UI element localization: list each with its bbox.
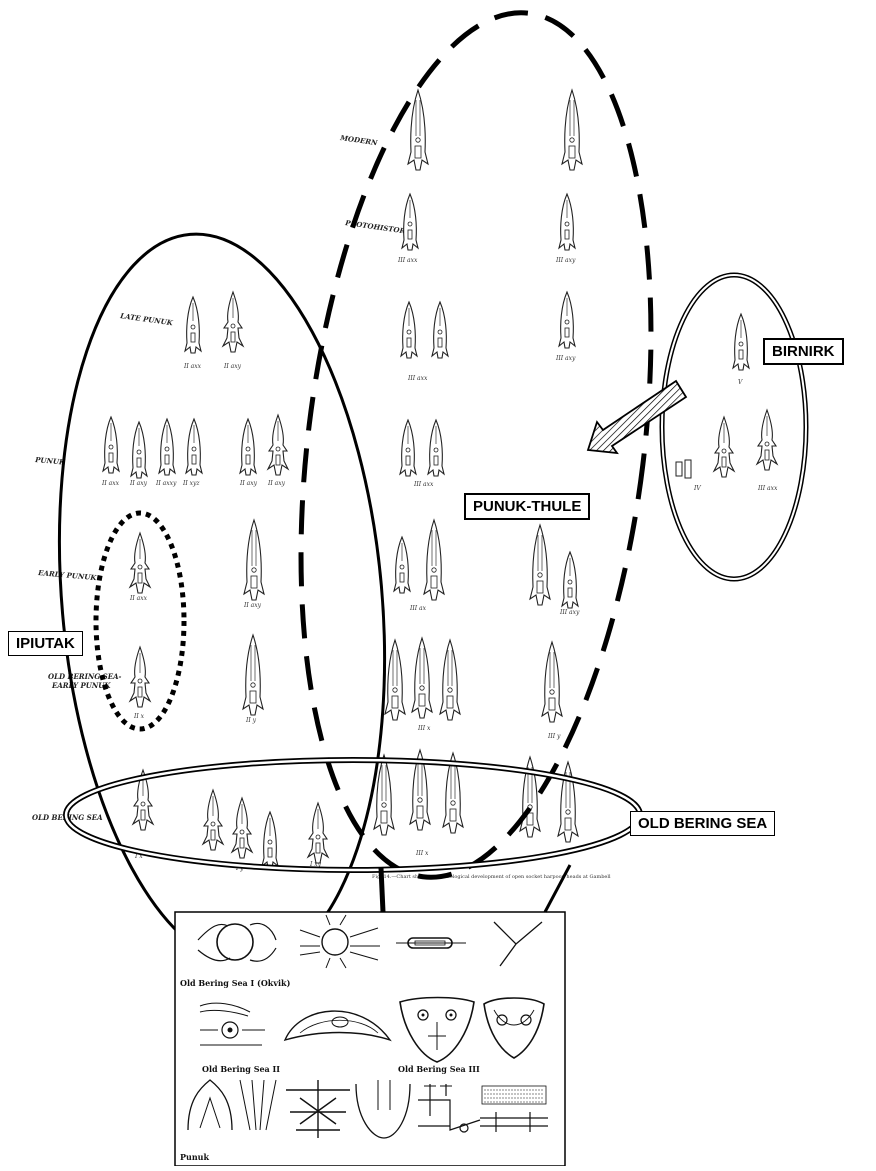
type-label: III y (547, 733, 561, 740)
type-label: II axy (239, 480, 258, 487)
harpoon-head (203, 790, 223, 850)
motif-caption-obs3: Old Bering Sea III (398, 1064, 480, 1074)
connector-line (545, 865, 570, 912)
harpoon-head (385, 640, 405, 720)
type-label: II axy (243, 602, 262, 609)
harpoon-head (103, 417, 119, 473)
type-label: II axx (183, 363, 202, 370)
type-label: III axy (555, 355, 576, 362)
period-label-early-punuk: EARLY PUNUK (37, 568, 98, 582)
harpoon-head (428, 420, 444, 476)
harpoon-head (558, 762, 578, 842)
period-label-late-punuk: LATE PUNUK (119, 311, 175, 328)
motif-caption-obs2: Old Bering Sea II (202, 1064, 280, 1074)
influence-arrow (588, 381, 686, 453)
harpoon-head (714, 417, 734, 477)
type-label: II y (245, 717, 257, 724)
harpoon-head (130, 533, 150, 593)
harpoon-head (412, 638, 432, 718)
harpoon-head (223, 292, 243, 352)
callout-punuk-thule: PUNUK-THULE (464, 493, 590, 520)
type-label: III axy (555, 257, 576, 264)
harpoon-head (562, 90, 582, 170)
harpoon-head (408, 90, 428, 170)
birnirk-ellipse-inner (662, 275, 806, 579)
type-label: II axy (267, 480, 286, 487)
harpoon-head (432, 302, 448, 358)
harpoon-head (400, 420, 416, 476)
harpoon-head (131, 422, 147, 478)
type-label: IV (693, 485, 701, 492)
harpoon-head (262, 812, 278, 868)
harpoon-head (159, 419, 175, 475)
motif-panel: Old Bering Sea I (Okvik) Old Bering Se (175, 912, 565, 1166)
type-label: II axx (129, 595, 148, 602)
harpoon-fragments (676, 460, 691, 478)
harpoon-head (185, 297, 201, 353)
harpoon-head (308, 803, 328, 863)
period-label-modern: MODERN (339, 133, 379, 147)
type-label: III axy (559, 609, 580, 616)
callout-old-bering-sea: OLD BERING SEA (630, 811, 775, 836)
harpoon-head (559, 194, 575, 250)
period-label-obs-early-punuk-1: OLD BERING SEA- (48, 672, 122, 681)
figure-caption: Fig. 14.—Chart showing chronological dev… (372, 874, 611, 880)
type-label: II axxy (155, 480, 177, 487)
harpoon-head (394, 537, 410, 593)
type-label: III axx (407, 375, 428, 382)
type-label: V (738, 379, 743, 386)
type-label: III ax (409, 605, 427, 612)
type-label: II xyz (182, 480, 200, 487)
type-label: II axx (101, 480, 120, 487)
type-label: III axx (413, 481, 434, 488)
harpoon-head (402, 194, 418, 250)
harpoon-head (244, 520, 264, 600)
harpoon-head (232, 798, 252, 858)
harpoon-head (240, 419, 256, 475)
harpoon-head (401, 302, 417, 358)
harpoon-head (562, 552, 578, 608)
type-label: II axy (223, 363, 242, 370)
type-label: III axx (397, 257, 418, 264)
harpoon-head (424, 520, 444, 600)
harpoon-head (542, 642, 562, 722)
harpoon-head (559, 292, 575, 348)
type-label: II axy (129, 480, 148, 487)
motif-caption-obs1: Old Bering Sea I (Okvik) (180, 978, 291, 988)
harpoon-head (757, 410, 777, 470)
harpoon-head (130, 647, 150, 707)
harpoon-head (440, 640, 460, 720)
callout-birnirk: BIRNIRK (763, 338, 844, 365)
harpoon-head (530, 525, 550, 605)
type-label: III x (415, 850, 429, 857)
harpoon-head (733, 314, 749, 370)
harpoon-head (268, 415, 288, 475)
connector-line (381, 868, 383, 912)
type-label: II x (133, 713, 145, 720)
type-label: III axx (757, 485, 778, 492)
motif-caption-punuk: Punuk (180, 1152, 209, 1162)
type-label: III x (417, 725, 431, 732)
harpoon-head (243, 635, 263, 715)
old-bering-sea-ellipse-inner (66, 760, 640, 870)
harpoon-head (186, 419, 202, 475)
period-label-punuk: PUNUK (34, 455, 67, 467)
callout-ipiutak: IPIUTAK (8, 631, 83, 656)
